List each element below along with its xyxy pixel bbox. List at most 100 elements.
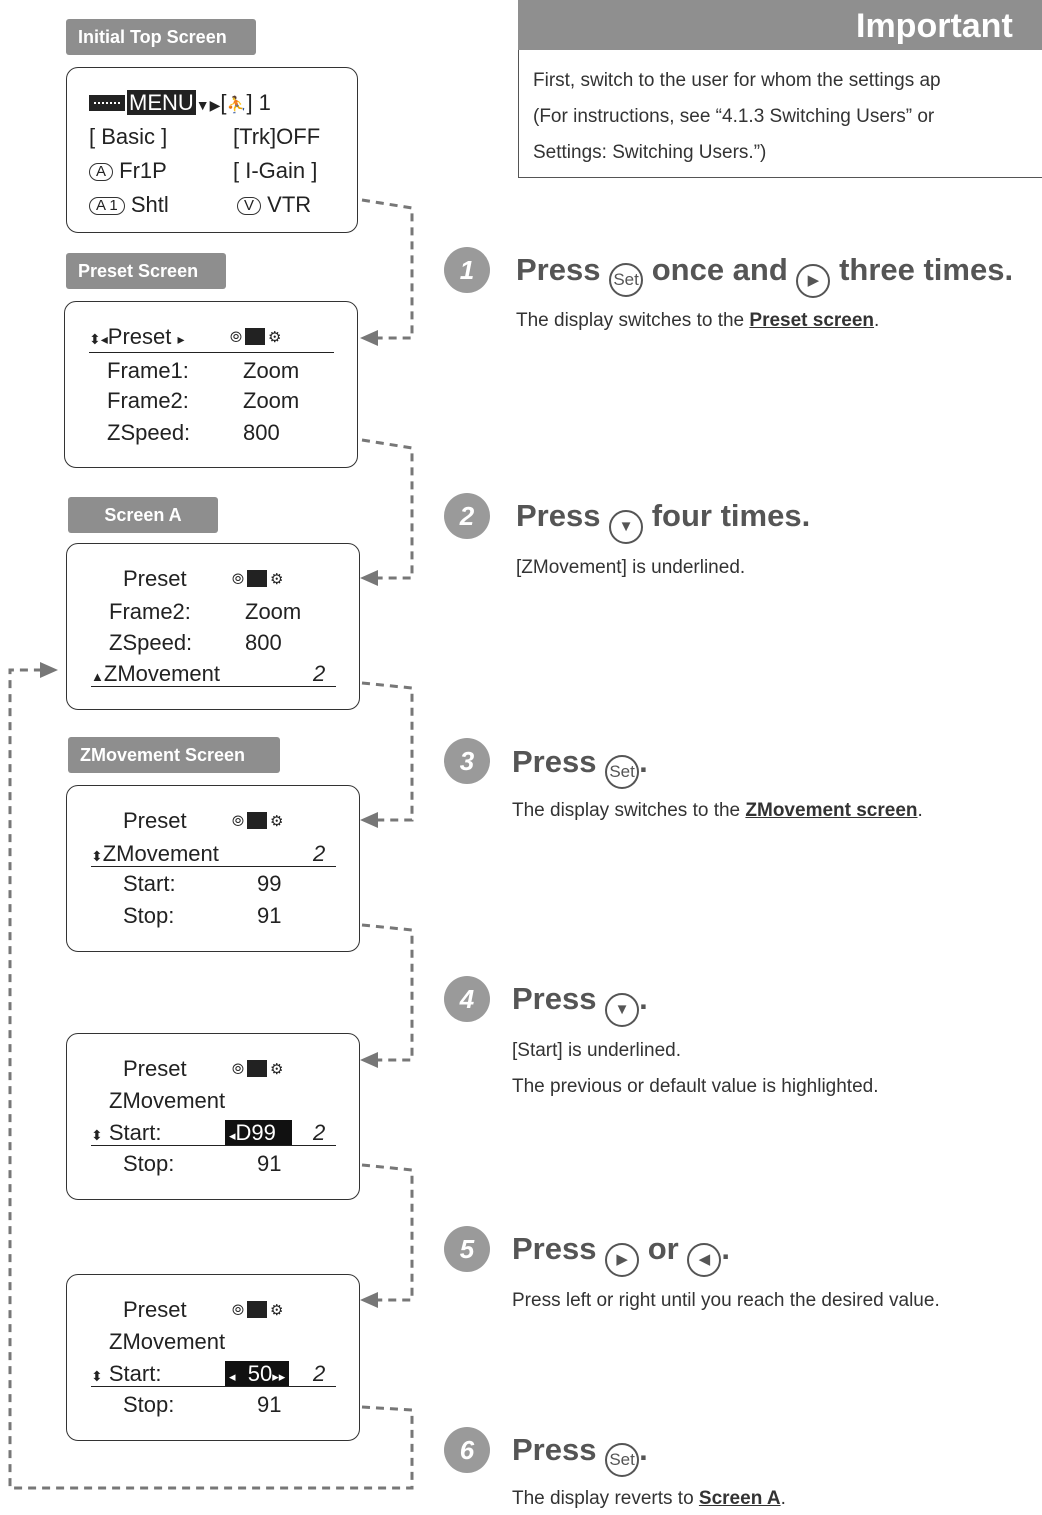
start-value: 99 bbox=[257, 871, 282, 896]
mark: 2 bbox=[313, 1120, 326, 1145]
key-a1: A 1 bbox=[89, 197, 125, 215]
step-description: Press left or right until you reach the … bbox=[512, 1290, 940, 1311]
zmovement-mark: 2 bbox=[313, 841, 326, 866]
step-title: Press Set. bbox=[512, 744, 648, 789]
desc-link: Preset screen bbox=[749, 310, 875, 331]
desc-text: The display switches to the bbox=[512, 800, 746, 821]
step-number: 4 bbox=[444, 976, 490, 1022]
step-title-text: Press bbox=[516, 252, 601, 287]
step-number: 2 bbox=[444, 493, 490, 539]
user-number: ] 1 bbox=[246, 90, 271, 115]
zmovement-label: ZMovement bbox=[109, 1088, 226, 1113]
stop-value: 91 bbox=[257, 1392, 282, 1417]
start-edit-screen: Preset ⦾⚙ ZMovement ⬍ Start: ◂D99 2 Stop… bbox=[66, 1033, 360, 1200]
step-description: The previous or default value is highlig… bbox=[512, 1076, 879, 1097]
step-description: [Start] is underlined. bbox=[512, 1040, 681, 1061]
stop-value: 91 bbox=[257, 903, 282, 928]
step-title-text: once and bbox=[651, 252, 788, 287]
underline bbox=[91, 1145, 336, 1146]
down-button-icon: ▼ bbox=[605, 993, 640, 1027]
set-button-icon: Set bbox=[605, 755, 640, 789]
underline bbox=[91, 1386, 336, 1387]
screen-label: Preset Screen bbox=[66, 253, 226, 289]
stop-value: 91 bbox=[257, 1151, 282, 1176]
mark: 2 bbox=[313, 1361, 326, 1386]
start-adjust-screen: Preset ⦾⚙ ZMovement ⬍ Start: ◂ 50▸▸ 2 St… bbox=[66, 1274, 360, 1441]
desc-text: . bbox=[917, 800, 923, 821]
menu-row: MENU▼▶[⛹] 1 bbox=[89, 90, 271, 116]
step-title-text: four times. bbox=[651, 498, 811, 533]
step-title: Press ▶ or ◀. bbox=[512, 1231, 730, 1277]
preset-title: Preset bbox=[123, 1297, 187, 1322]
frame2-label: Frame2: bbox=[109, 599, 191, 624]
step-number: 3 bbox=[444, 738, 490, 784]
preset-title: Preset bbox=[123, 1056, 187, 1081]
start-value: 50 bbox=[247, 1361, 273, 1386]
key-a: A bbox=[89, 163, 114, 181]
zspeed-value: 800 bbox=[243, 420, 280, 445]
start-row: ⬍ Start: bbox=[91, 1120, 162, 1145]
left-button-icon: ◀ bbox=[687, 1243, 722, 1277]
zspeed-label: ZSpeed: bbox=[109, 630, 193, 655]
step-title-text: Press bbox=[516, 498, 601, 533]
step-title-text: . bbox=[639, 1432, 648, 1467]
zspeed-label: ZSpeed: bbox=[107, 420, 191, 445]
screen-label: Initial Top Screen bbox=[66, 19, 256, 55]
desc-text: . bbox=[874, 310, 880, 331]
stop-label: Stop: bbox=[123, 1392, 175, 1417]
status-icons: ⦾⚙ bbox=[230, 328, 282, 346]
zmovement-row: ▲ZMovement bbox=[91, 661, 221, 686]
frame2-value: Zoom bbox=[243, 388, 300, 413]
step-title: Press ▼. bbox=[512, 981, 648, 1027]
initial-top-screen: MENU▼▶[⛹] 1 [ Basic ] [Trk]OFF A Fr1P [ … bbox=[66, 67, 358, 233]
igain-label: [ I-Gain ] bbox=[233, 158, 318, 183]
step-title: Press Set. bbox=[512, 1432, 648, 1477]
menu-label: MENU bbox=[127, 90, 196, 115]
right-button-icon: ▶ bbox=[605, 1243, 640, 1277]
set-button-icon: Set bbox=[609, 263, 644, 297]
preset-title: Preset bbox=[107, 324, 172, 349]
desc-text: The display reverts to bbox=[512, 1488, 699, 1509]
desc-link: Screen A bbox=[698, 1488, 781, 1509]
underline bbox=[89, 352, 334, 353]
start-row: ⬍ Start: bbox=[91, 1361, 162, 1386]
user-bracket: [ bbox=[220, 90, 227, 115]
status-icons: ⦾⚙ bbox=[232, 570, 284, 588]
step-title-text: Press bbox=[512, 1432, 597, 1467]
vtr-row: V VTR bbox=[237, 192, 311, 218]
step-number: 6 bbox=[444, 1427, 490, 1473]
screen-label: ZMovement Screen bbox=[68, 737, 280, 773]
desc-text: . bbox=[780, 1488, 786, 1509]
step-title-text: Press bbox=[512, 744, 597, 779]
step-description: [ZMovement] is underlined. bbox=[516, 557, 746, 578]
zmovement-label: ZMovement bbox=[103, 661, 221, 686]
step-title: Press ▼ four times. bbox=[516, 498, 810, 544]
step-title: Press Set once and ▶ three times. bbox=[516, 252, 1013, 298]
fr1p-label: Fr1P bbox=[119, 158, 167, 183]
status-icons: ⦾⚙ bbox=[232, 1060, 284, 1078]
step-title-text: . bbox=[639, 744, 648, 779]
key-v: V bbox=[237, 197, 262, 215]
important-box: First, switch to the user for whom the s… bbox=[518, 50, 1042, 178]
zmovement-screen: Preset ⦾⚙ ⬍ZMovement 2 Start: 99 Stop: 9… bbox=[66, 785, 360, 952]
vtr-label: VTR bbox=[267, 192, 312, 217]
stop-label: Stop: bbox=[123, 1151, 175, 1176]
underline bbox=[91, 686, 336, 687]
start-value-highlight: ◂D99 bbox=[225, 1120, 293, 1146]
desc-text: The display switches to the bbox=[516, 310, 750, 331]
frame1-value: Zoom bbox=[243, 358, 300, 383]
start-label: Start: bbox=[108, 1361, 162, 1386]
important-heading: Important bbox=[518, 0, 1042, 50]
zmovement-row: ⬍ZMovement bbox=[91, 841, 219, 866]
step-title-text: Press bbox=[512, 1231, 597, 1266]
important-line: Settings: Switching Users.”) bbox=[533, 142, 767, 163]
preset-title: Preset bbox=[123, 808, 187, 833]
step-title-text: Press bbox=[512, 981, 597, 1016]
fr1p-row: A Fr1P bbox=[89, 158, 167, 184]
zmovement-label: ZMovement bbox=[109, 1329, 226, 1354]
set-button-icon: Set bbox=[605, 1443, 640, 1477]
frame1-label: Frame1: bbox=[107, 358, 189, 383]
step-number: 5 bbox=[444, 1226, 490, 1272]
screen-label: Screen A bbox=[68, 497, 218, 533]
